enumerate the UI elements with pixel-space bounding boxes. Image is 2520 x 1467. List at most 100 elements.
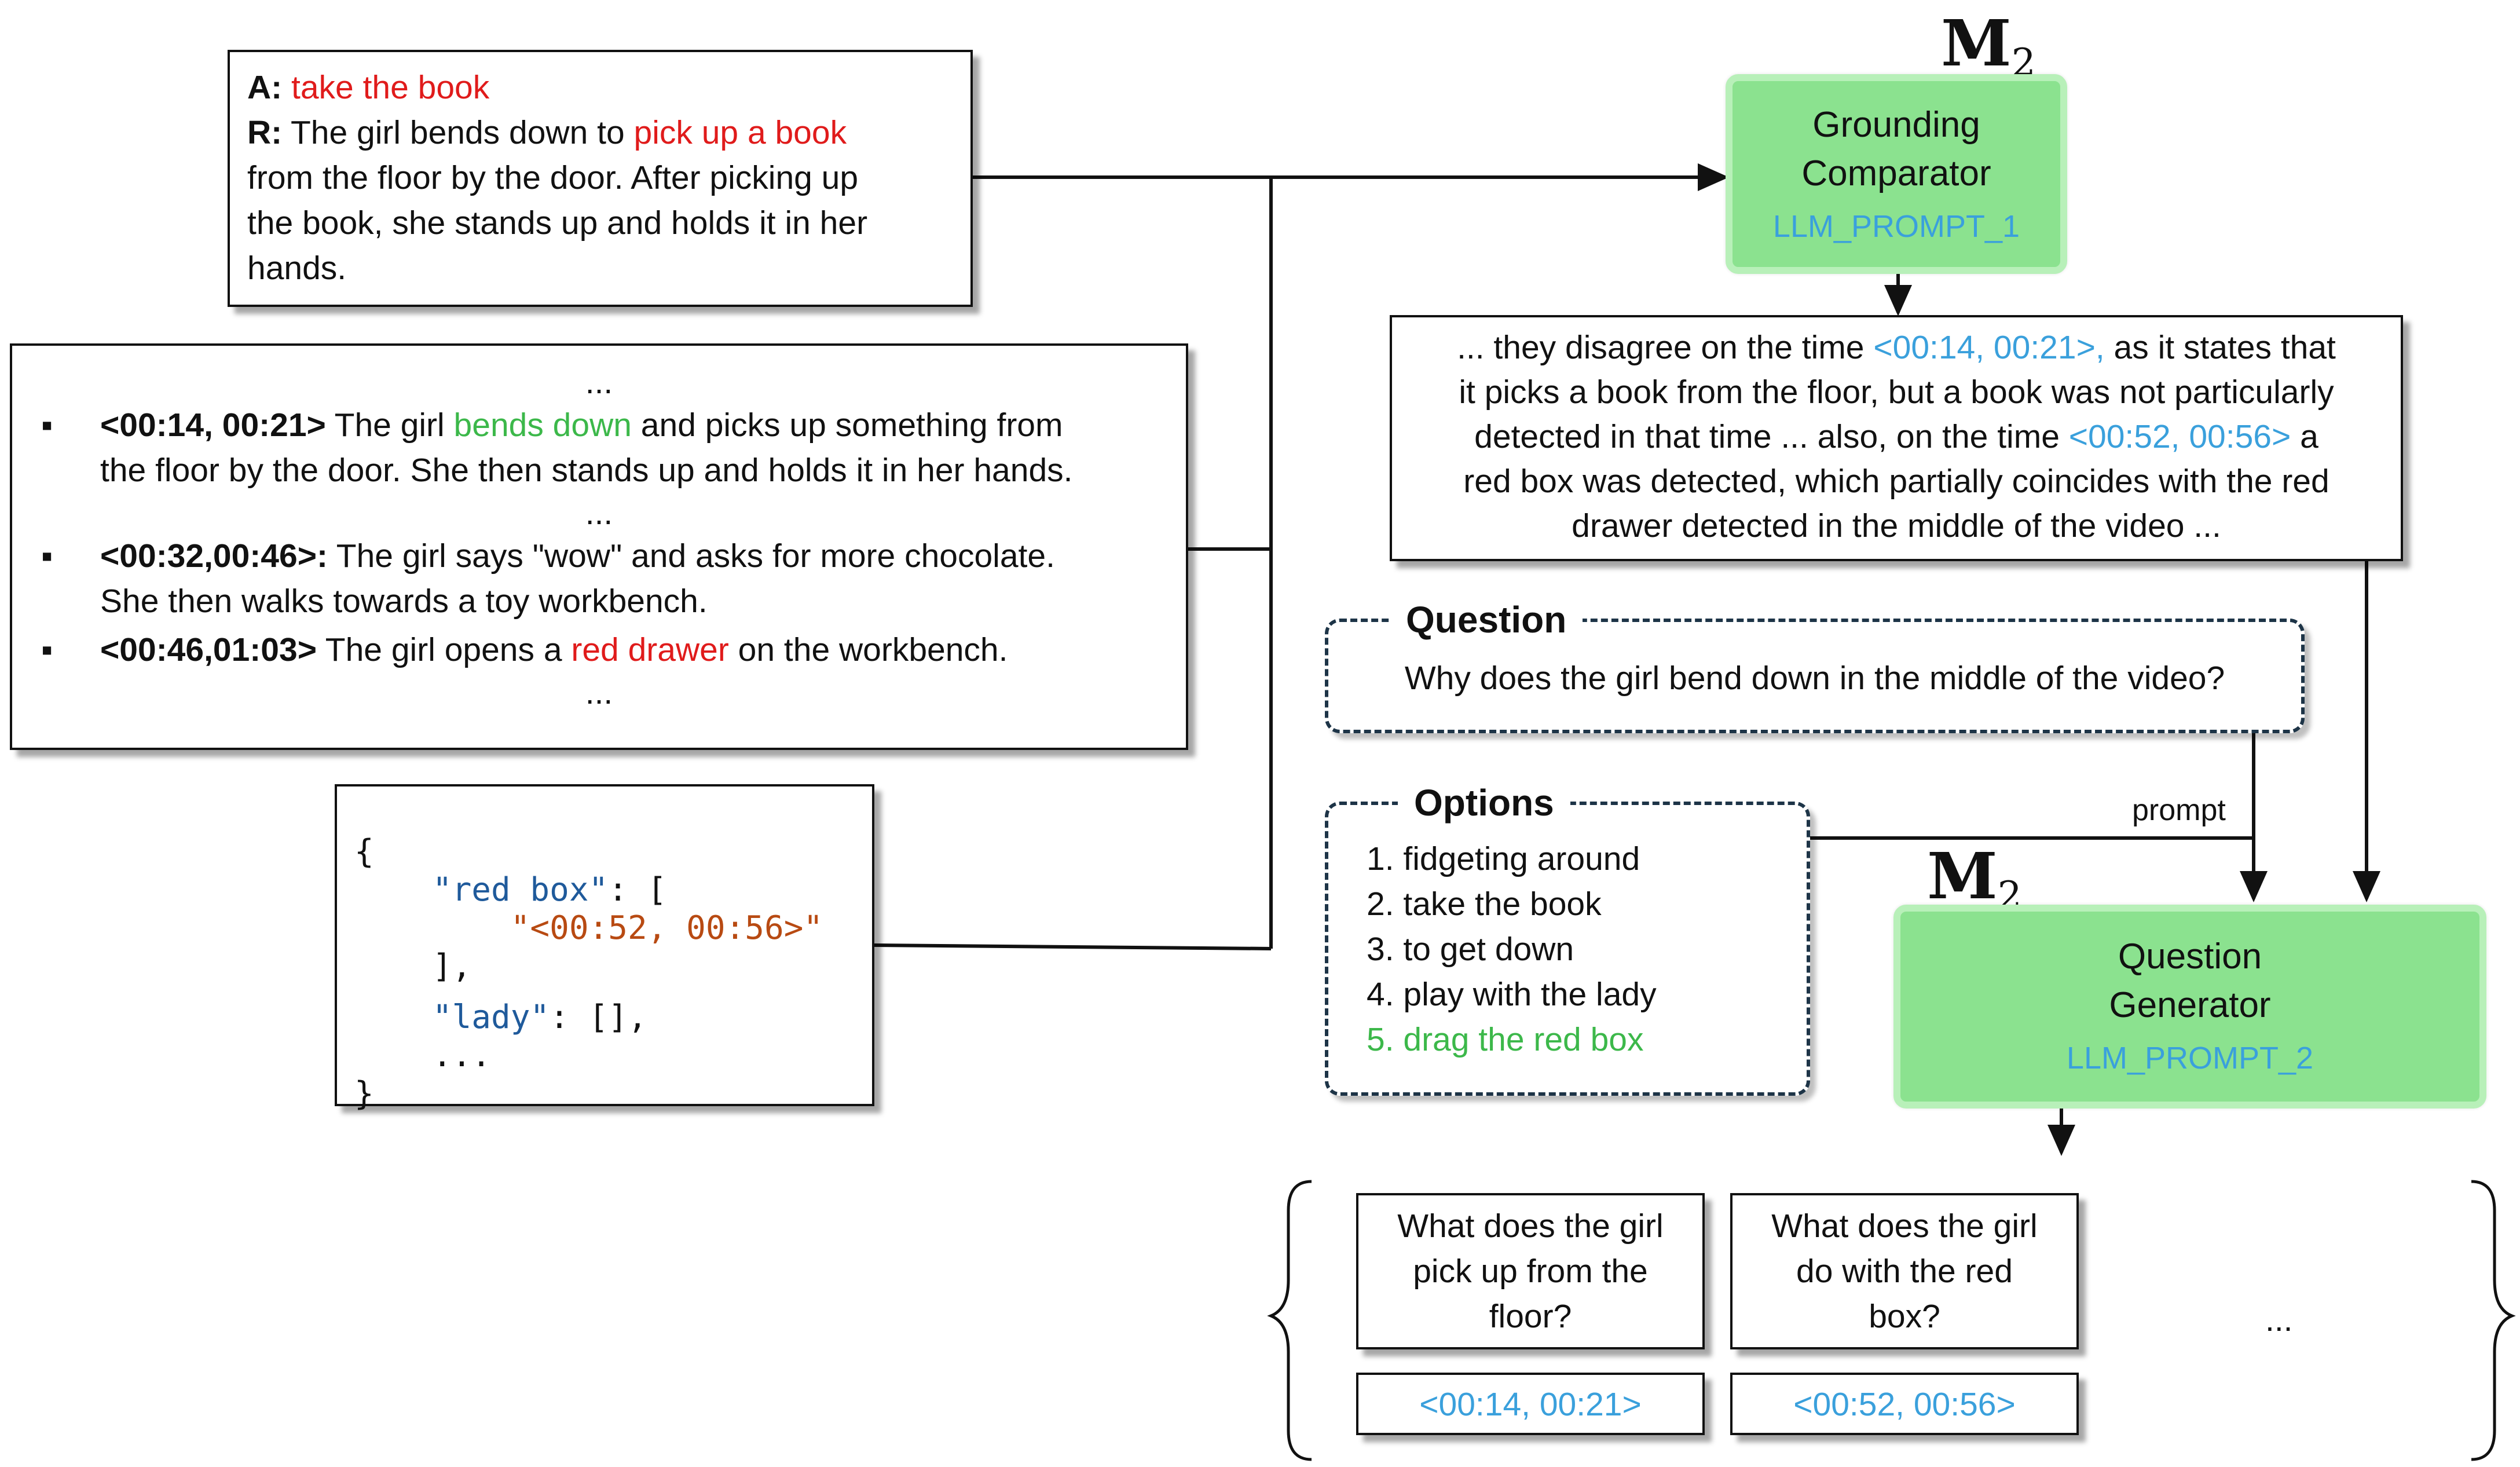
- q2-line-3: box?: [1869, 1298, 1940, 1335]
- caption-3-pre: The girl opens a: [316, 631, 572, 668]
- captions-ellipsis-mid: ...: [585, 495, 613, 532]
- q2-line-2: do with the red: [1796, 1253, 2013, 1290]
- captions-box: ... ▪ <00:14, 00:21> The girl bends down…: [10, 343, 1188, 750]
- left-brace: [1267, 1180, 1312, 1461]
- captions-ellipsis-bottom: ...: [585, 674, 613, 711]
- json-line-value: "<00:52, 00:56>": [354, 909, 855, 947]
- bullet-icon: ▪: [41, 537, 53, 575]
- json-dots: ...: [432, 1037, 492, 1074]
- caption-3-post: on the workbench.: [728, 631, 1008, 668]
- caption-1-pre: The girl: [325, 407, 454, 444]
- comparator-model-label: M2: [1941, 12, 2036, 95]
- options-list: 1. fidgeting around 2. take the book 3. …: [1328, 836, 1807, 1062]
- caption-1-highlight: bends down: [453, 407, 632, 444]
- option-item: 2. take the book: [1367, 886, 1602, 923]
- output-line-4: red box was detected, which partially co…: [1463, 463, 2329, 500]
- grounding-comparator-module: Grounding Comparator LLM_PROMPT_1: [1726, 74, 2067, 274]
- output-l1-pre: ... they disagree on the time: [1457, 329, 1874, 366]
- caption-1-time: <00:14, 00:21>: [100, 407, 326, 444]
- model-letter: M: [1927, 839, 1998, 913]
- caption-1-post: and picks up something from: [631, 407, 1063, 444]
- more-questions-ellipsis: ...: [2265, 1301, 2293, 1338]
- generator-prompt: LLM_PROMPT_2: [2066, 1041, 2314, 1075]
- json-line-red-box: "red box": [: [354, 871, 855, 909]
- json-key-red-box: "red box": [432, 871, 609, 909]
- option-item-correct: 5. drag the red box: [1367, 1021, 1644, 1058]
- caption-3-time: <00:46,01:03>: [100, 631, 317, 668]
- json-after-key2: : [],: [550, 998, 647, 1036]
- q1-line-3: floor?: [1489, 1298, 1572, 1335]
- captions-ellipsis-top: ...: [585, 364, 613, 401]
- caption-2-text: The girl says "wow" and asks for more ch…: [327, 537, 1055, 575]
- reason-line-3: the book, she stands up and holds it in …: [247, 204, 868, 242]
- option-item: 1. fidgeting around: [1367, 840, 1640, 877]
- options-title: Options: [1398, 780, 1570, 826]
- generated-question-1-time: <00:14, 00:21>: [1356, 1373, 1705, 1435]
- json-key-lady: "lady": [432, 998, 550, 1036]
- output-line-1: ... they disagree on the time <00:14, 00…: [1398, 325, 2395, 370]
- output-line-5: drawer detected in the middle of the vid…: [1572, 507, 2221, 544]
- json-close-brace: }: [354, 1075, 374, 1113]
- caption-2-line-2: She then walks towards a toy workbench.: [100, 583, 708, 620]
- caption-2-time: <00:32,00:46>:: [100, 537, 328, 575]
- reason-line-4: hands.: [247, 250, 347, 287]
- json-detections-box: { "red box": [ "<00:52, 00:56>" ], "lady…: [335, 784, 874, 1113]
- generated-question-1: What does the girl pick up from the floo…: [1356, 1193, 1705, 1349]
- comparator-title-2: Comparator: [1801, 153, 1991, 193]
- question-title: Question: [1390, 597, 1583, 643]
- output-l1-post: as it states that: [2104, 329, 2336, 366]
- json-after-key1: : [: [608, 871, 667, 909]
- comparator-output-box: ... they disagree on the time <00:14, 00…: [1390, 315, 2403, 561]
- output-line-3: detected in that time ... also, on the t…: [1398, 415, 2395, 459]
- bullet-icon: ▪: [41, 631, 53, 668]
- prompt-label: prompt: [2132, 793, 2226, 827]
- caption-item-2: ▪ <00:32,00:46>: The girl says "wow" and…: [35, 533, 1163, 624]
- comparator-title-1: Grounding: [1812, 105, 1980, 145]
- q2-line-1: What does the girl: [1771, 1208, 2038, 1245]
- reason-label: R:: [247, 114, 283, 151]
- json-open-brace: {: [354, 833, 374, 870]
- q1-time: <00:14, 00:21>: [1419, 1386, 1642, 1423]
- option-item: 4. play with the lady: [1367, 976, 1657, 1013]
- output-l3-pre: detected in that time ... also, on the t…: [1474, 418, 2069, 455]
- caption-1-line-2: the floor by the door. She then stands u…: [100, 452, 1073, 489]
- option-item: 3. to get down: [1367, 931, 1574, 968]
- json-line-close: ],: [354, 947, 855, 986]
- json-line-lady: "lady": [],: [354, 998, 855, 1037]
- json-to-trunk-line: [874, 943, 1272, 950]
- model-letter: M: [1941, 6, 2012, 81]
- answer-label: A:: [247, 69, 283, 106]
- q1-line-2: pick up from the: [1413, 1253, 1648, 1290]
- options-box: Options 1. fidgeting around 2. take the …: [1325, 780, 1810, 1096]
- json-line-dots: ...: [354, 1037, 855, 1075]
- caption-item-1: ▪ <00:14, 00:21> The girl bends down and…: [35, 403, 1163, 493]
- right-brace: [2471, 1180, 2516, 1461]
- json-value-time: "<00:52, 00:56>": [510, 909, 823, 947]
- caption-3-highlight: red drawer: [571, 631, 729, 668]
- answer-text: take the book: [291, 69, 490, 106]
- output-l3-post: a: [2291, 418, 2318, 455]
- reason-text-pre: The girl bends down to: [290, 114, 634, 151]
- reason-line-2: from the floor by the door. After pickin…: [247, 159, 859, 196]
- q2-time: <00:52, 00:56>: [1793, 1386, 2016, 1423]
- bullet-icon: ▪: [41, 407, 53, 444]
- comparator-prompt: LLM_PROMPT_1: [1772, 209, 2020, 244]
- question-text: Why does the girl bend down in the middl…: [1404, 660, 2225, 697]
- output-time-1: <00:14, 00:21>,: [1873, 329, 2105, 366]
- output-line-2: it picks a book from the floor, but a bo…: [1459, 374, 2334, 411]
- q1-line-1: What does the girl: [1397, 1208, 1664, 1245]
- generated-question-2: What does the girl do with the red box?: [1730, 1193, 2079, 1349]
- generated-question-2-time: <00:52, 00:56>: [1730, 1373, 2079, 1435]
- output-time-2: <00:52, 00:56>: [2068, 418, 2291, 455]
- answer-line: A: take the book: [247, 65, 953, 110]
- generator-title-2: Generator: [2109, 985, 2271, 1025]
- caption-item-3: ▪ <00:46,01:03> The girl opens a red dra…: [35, 627, 1163, 672]
- generator-title-1: Question: [2118, 936, 2262, 976]
- reason-line: R: The girl bends down to pick up a book: [247, 110, 953, 155]
- question-generator-module: Question Generator LLM_PROMPT_2: [1893, 905, 2486, 1109]
- answer-reason-box: A: take the book R: The girl bends down …: [228, 50, 973, 307]
- question-box: Question Why does the girl bend down in …: [1325, 597, 2305, 733]
- json-close-bracket: ],: [432, 947, 472, 985]
- reason-highlight: pick up a book: [633, 114, 847, 151]
